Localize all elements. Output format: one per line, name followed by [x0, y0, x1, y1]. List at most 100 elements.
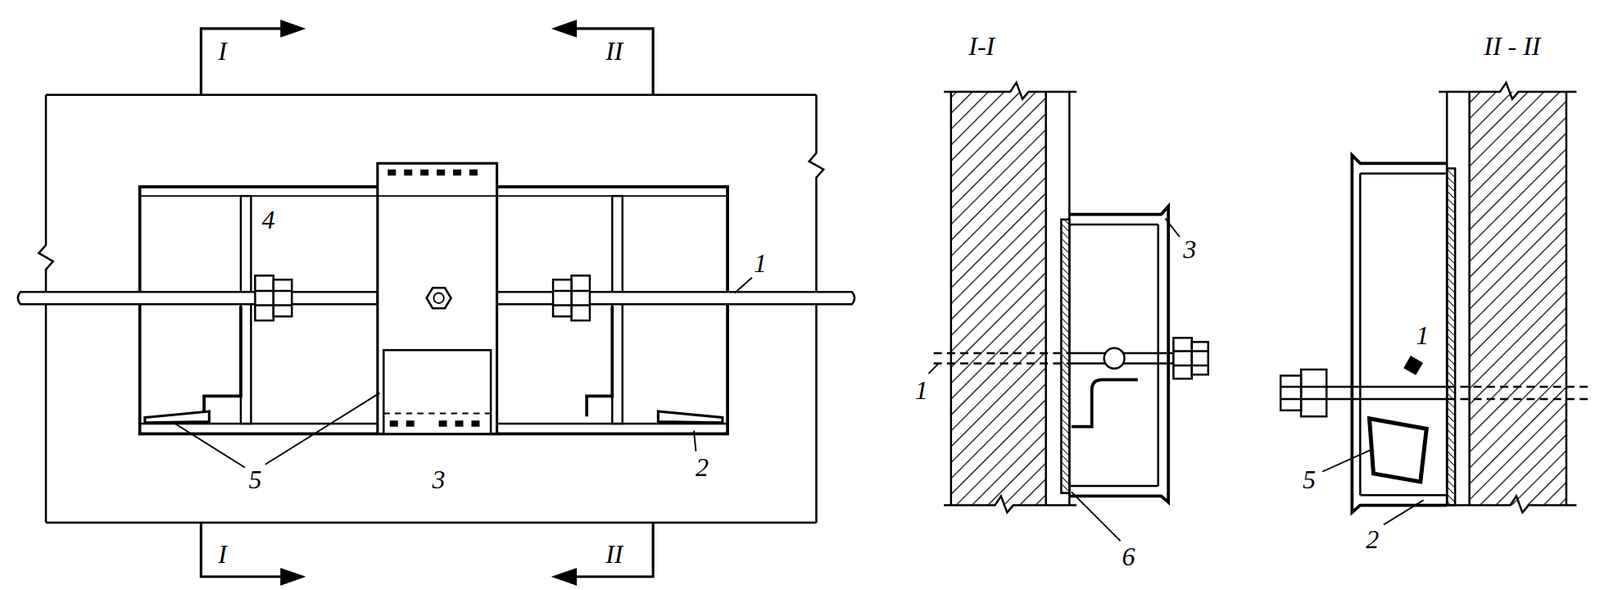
- nut: [254, 290, 292, 292]
- callout-number: 6: [1120, 542, 1138, 571]
- bolt-1: [933, 352, 1070, 354]
- leader-line: [734, 277, 753, 294]
- plate-3: [383, 349, 491, 434]
- bracket-2: [1359, 173, 1361, 495]
- callout-number: 1: [1414, 321, 1431, 350]
- leader-line: [1322, 448, 1373, 472]
- section-cut-marks: [200, 28, 286, 96]
- bolt-1: [1280, 357, 1592, 417]
- bracket-2: [1351, 154, 1447, 513]
- plate-2: [140, 194, 728, 197]
- callout-number: 3: [430, 465, 448, 494]
- bolt-1: [1326, 386, 1447, 399]
- leader-line: [928, 362, 939, 373]
- wall: [1446, 168, 1455, 506]
- channel-4: [586, 306, 612, 417]
- plan-frame: [45, 95, 816, 523]
- rivet-holes: [387, 169, 396, 176]
- rod-1: [18, 291, 378, 304]
- leader-line: [1383, 499, 1424, 525]
- wall: [943, 82, 1077, 513]
- wedge-5: [1369, 418, 1428, 482]
- wall: [1438, 495, 1577, 513]
- channel-4: [240, 195, 251, 424]
- section-title: I-I: [966, 31, 997, 60]
- section-cut-marks: [571, 522, 654, 577]
- nut: [552, 290, 590, 292]
- callout-number: 4: [260, 205, 277, 234]
- rivet-holes: [436, 169, 445, 176]
- bracket-3: [1069, 223, 1158, 226]
- bolt-1: [933, 362, 1070, 364]
- section-cut-marks: [200, 522, 286, 577]
- nut: [552, 279, 572, 317]
- leader-line: [173, 277, 753, 468]
- section-mark: I: [216, 539, 229, 568]
- section-cut-marks: [281, 21, 303, 36]
- rivet-holes: [420, 169, 429, 176]
- rivet-holes: [387, 169, 480, 427]
- leader-line: [265, 393, 381, 465]
- leader-line: [928, 218, 1179, 542]
- callout-number: 3: [1181, 235, 1198, 263]
- bracket-3: [1156, 224, 1159, 486]
- nut: [254, 275, 273, 321]
- rod-1: [497, 291, 856, 304]
- wall: [943, 82, 1077, 100]
- wall: [951, 91, 1047, 505]
- bracket-2: [1359, 172, 1447, 175]
- bracket-2: [1359, 494, 1447, 496]
- callout-number: 5: [246, 465, 263, 494]
- bolt-1: [1446, 385, 1592, 388]
- section-mark: I: [216, 36, 229, 65]
- wall: [1060, 219, 1070, 494]
- plan-frame: [38, 95, 53, 523]
- bolt-1: [1192, 341, 1209, 375]
- section-title: II - II: [1482, 31, 1542, 60]
- section-cut-marks: [571, 28, 654, 96]
- section-mark: II: [603, 539, 625, 568]
- section-cut-marks: [200, 21, 653, 584]
- rivet-holes: [406, 420, 415, 427]
- wedge-5: [145, 411, 209, 423]
- wedge-5: [657, 411, 722, 423]
- rivet-holes: [471, 420, 480, 427]
- wall: [1438, 82, 1577, 513]
- nut: [552, 303, 590, 306]
- nut: [254, 303, 292, 306]
- section-cut-marks: [281, 569, 303, 584]
- leader-line: [173, 422, 245, 468]
- bolt-1: [1173, 364, 1208, 367]
- callout-number: 2: [1364, 525, 1381, 553]
- leader-line: [1164, 218, 1179, 237]
- callout-number: 1: [913, 376, 930, 404]
- plate-3: [377, 194, 498, 197]
- leader-line: [693, 430, 696, 452]
- plate-3: [426, 287, 452, 309]
- rivet-holes: [403, 169, 413, 176]
- rivet-holes: [453, 169, 462, 176]
- nut: [273, 279, 292, 317]
- callout-number: 2: [693, 453, 711, 481]
- callout-number: 1: [752, 249, 769, 277]
- rivet-holes: [469, 169, 478, 176]
- wall: [951, 91, 1070, 505]
- wall: [1438, 82, 1577, 100]
- rod-1: [18, 291, 855, 304]
- channel-4: [203, 306, 241, 417]
- bolt-1: [1280, 398, 1327, 400]
- nut: [571, 275, 590, 321]
- wedge-5: [1369, 418, 1428, 482]
- bolt-1: [1280, 375, 1301, 410]
- bolt-1: [1405, 357, 1422, 374]
- wall: [1446, 91, 1567, 505]
- plate-3: [377, 163, 498, 434]
- callout-number: 5: [1300, 465, 1318, 494]
- plate-3: [433, 293, 444, 304]
- bracket-3: [1071, 379, 1138, 427]
- wall: [943, 495, 1077, 513]
- bolt-1: [1173, 349, 1208, 352]
- plan-frame: [809, 95, 824, 523]
- bracket-2: [1351, 154, 1447, 513]
